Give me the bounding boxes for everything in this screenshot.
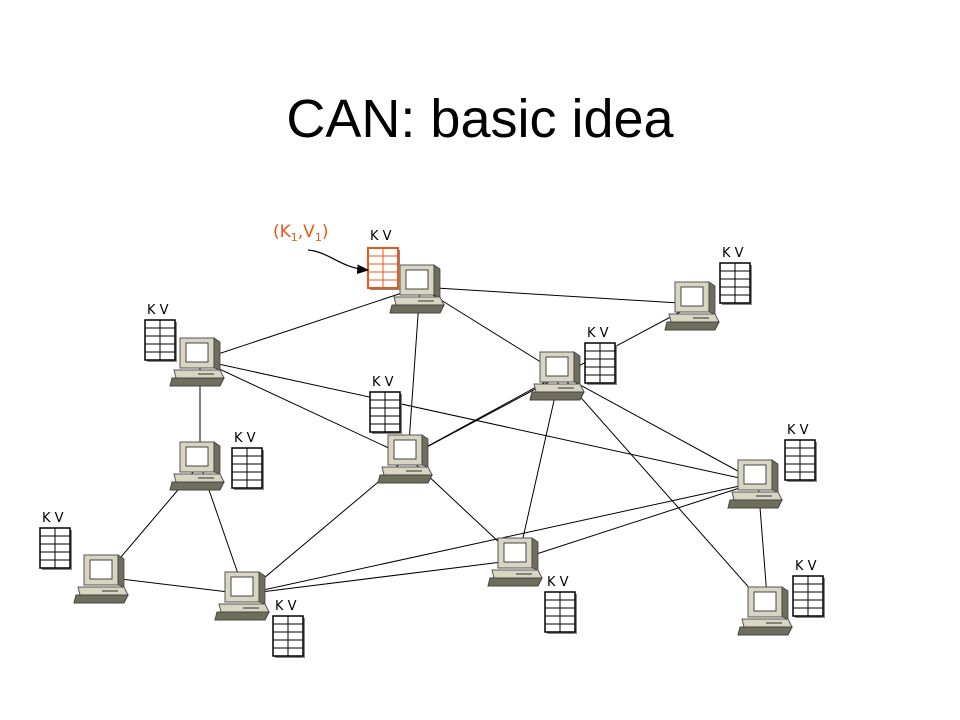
network-link bbox=[517, 373, 561, 561]
monitor-side bbox=[258, 571, 266, 605]
keyboard bbox=[727, 499, 783, 509]
monitor-screen bbox=[753, 591, 777, 612]
network-link bbox=[199, 359, 409, 458]
monitor-screen bbox=[545, 356, 569, 377]
table-header-kv: K V bbox=[147, 303, 169, 318]
network-link bbox=[199, 359, 759, 483]
network-node: K V bbox=[737, 559, 825, 636]
network-link bbox=[559, 373, 769, 610]
table-header-kv: K V bbox=[587, 326, 609, 341]
monitor-screen bbox=[185, 342, 209, 363]
network-link bbox=[517, 481, 759, 561]
network-node: K V bbox=[487, 537, 577, 634]
keyboard bbox=[737, 626, 793, 636]
keyboard bbox=[529, 391, 585, 401]
table-header-kv: K V bbox=[275, 599, 297, 614]
monitor-screen bbox=[89, 559, 113, 580]
network-node: K V bbox=[529, 326, 617, 401]
network-nodes: K V K V K V K V K V K V K V K V K V K V K V bbox=[39, 229, 825, 658]
monitor-screen bbox=[393, 439, 417, 460]
slide-title: CAN: basic idea bbox=[286, 89, 674, 149]
network-node: K V bbox=[367, 229, 445, 314]
network-node: K V bbox=[369, 375, 433, 484]
monitor-screen bbox=[743, 464, 767, 485]
keyboard bbox=[169, 481, 225, 491]
network-link bbox=[199, 286, 421, 361]
monitor-side bbox=[421, 434, 429, 468]
network-node: K V bbox=[144, 303, 225, 387]
network-node: K V bbox=[664, 246, 752, 331]
network-link bbox=[407, 286, 421, 458]
keyboard bbox=[169, 377, 225, 387]
monitor-side bbox=[781, 586, 789, 620]
monitor-side bbox=[708, 281, 716, 315]
table-header-kv: K V bbox=[42, 511, 64, 526]
network-node: K V bbox=[727, 423, 817, 509]
table-header-kv: K V bbox=[722, 246, 744, 261]
monitor-screen bbox=[185, 446, 209, 467]
keyboard bbox=[377, 474, 433, 484]
monitor-side bbox=[213, 337, 221, 371]
monitor-screen bbox=[405, 269, 429, 290]
monitor-screen bbox=[503, 542, 527, 563]
monitor-side bbox=[531, 537, 539, 571]
monitor-screen bbox=[230, 576, 254, 597]
monitor-side bbox=[117, 554, 125, 588]
network-link bbox=[559, 373, 759, 483]
keyboard bbox=[664, 321, 720, 331]
network-node: K V bbox=[169, 431, 264, 491]
table-header-kv: K V bbox=[795, 559, 817, 574]
table-header-kv: K V bbox=[234, 431, 256, 446]
table-header-kv: K V bbox=[787, 423, 809, 438]
table-header-kv: K V bbox=[372, 375, 394, 390]
monitor-side bbox=[433, 264, 441, 298]
keyboard bbox=[389, 304, 445, 314]
key-value-pair-label: (K1,V1) bbox=[273, 222, 328, 244]
table-header-kv: K V bbox=[370, 229, 392, 244]
monitor-side bbox=[213, 441, 221, 475]
table-header-kv: K V bbox=[547, 575, 569, 590]
monitor-side bbox=[771, 459, 779, 493]
network-link bbox=[419, 286, 561, 375]
keyboard bbox=[214, 611, 270, 621]
network-link bbox=[419, 286, 696, 305]
network-link bbox=[103, 576, 246, 595]
insert-arrow bbox=[307, 249, 370, 275]
network-node: K V bbox=[39, 511, 129, 604]
network-link bbox=[244, 559, 519, 595]
monitor-screen bbox=[680, 286, 704, 307]
keyboard bbox=[487, 577, 543, 587]
keyboard bbox=[73, 594, 129, 604]
network-node: K V bbox=[214, 571, 305, 658]
monitor-side bbox=[573, 351, 581, 385]
